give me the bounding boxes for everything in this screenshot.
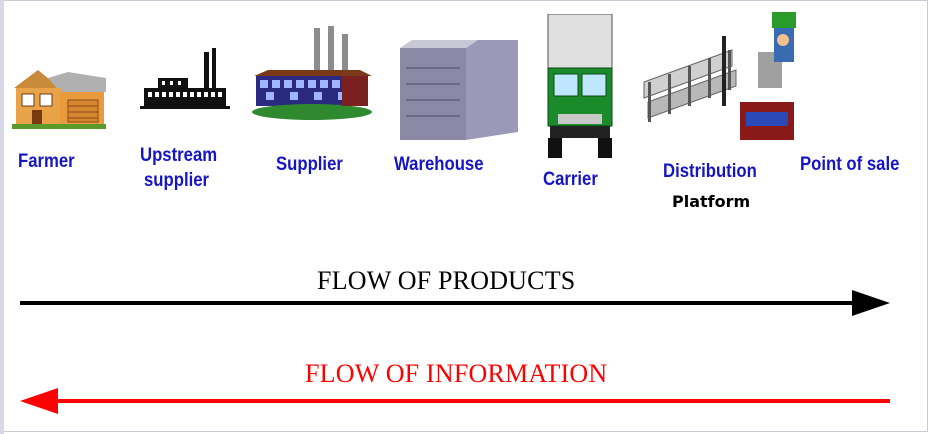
distribution-platform-icon bbox=[643, 12, 796, 140]
industrial-plant-icon bbox=[252, 26, 372, 120]
node-label-upstream-supplier-line1: Upstream bbox=[140, 145, 218, 166]
node-label-distribution: Distribution bbox=[663, 161, 757, 182]
house-icon bbox=[12, 70, 106, 129]
node-label-farmer: Farmer bbox=[18, 151, 75, 172]
node-label-upstream-supplier-line2: supplier bbox=[144, 170, 210, 191]
node-label-point-of-sale: Point of sale bbox=[800, 154, 900, 175]
flow-information-title: FLOW OF INFORMATION bbox=[305, 359, 608, 388]
factory-icon bbox=[140, 48, 230, 109]
node-label-carrier: Carrier bbox=[543, 169, 598, 190]
warehouse-icon bbox=[400, 40, 518, 140]
truck-icon bbox=[547, 14, 613, 158]
node-label-warehouse: Warehouse bbox=[394, 154, 484, 175]
left-border bbox=[0, 0, 4, 434]
node-sublabel-platform: Platform bbox=[672, 192, 751, 211]
flow-information-arrow bbox=[20, 388, 890, 414]
node-label-supplier: Supplier bbox=[276, 154, 343, 175]
flow-products-arrow bbox=[20, 290, 890, 316]
flow-products-title: FLOW OF PRODUCTS bbox=[317, 266, 576, 295]
